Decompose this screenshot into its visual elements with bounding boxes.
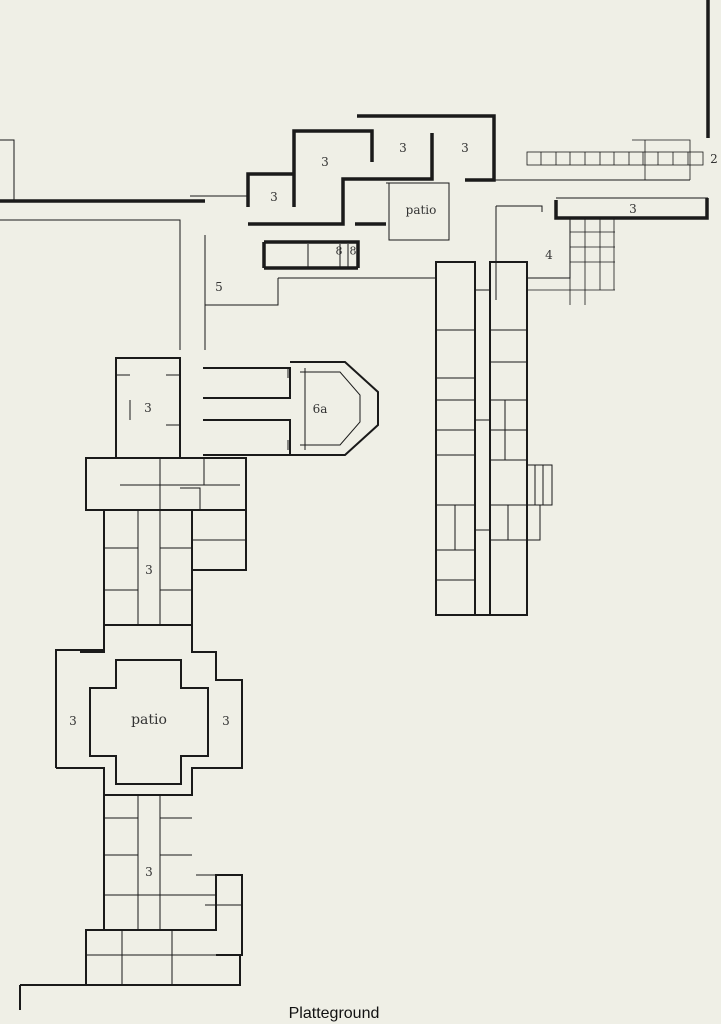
room-label: 3 <box>270 190 278 204</box>
south-complex-rooms <box>86 368 361 985</box>
room-label: 3 <box>144 401 152 415</box>
room-label: 5 <box>215 280 223 294</box>
east-building-rooms <box>436 289 553 581</box>
walkway-grid <box>526 139 704 305</box>
south-complex <box>19 357 379 1010</box>
room-label: 3 <box>399 141 407 155</box>
room-label: 3 <box>69 714 77 728</box>
east-building <box>435 261 528 616</box>
plan-caption: Platteground <box>288 1005 380 1022</box>
room-label: 8 <box>349 244 357 258</box>
room-label: 3 <box>461 141 469 155</box>
patio-label: patio <box>131 712 167 728</box>
thin-walls <box>0 139 708 350</box>
top-wing-walls <box>0 0 710 270</box>
room-label: 3 <box>145 865 153 879</box>
room-label: 3 <box>321 155 329 169</box>
room-label: 8 <box>335 244 343 258</box>
room-label: 3 <box>145 563 153 577</box>
patio-label: patio <box>405 203 437 217</box>
room-label: 3 <box>629 202 637 216</box>
room-label: 4 <box>545 248 553 262</box>
room-label: 2 <box>710 152 718 166</box>
room-label: 6a <box>312 402 328 416</box>
room-label: 3 <box>222 714 230 728</box>
